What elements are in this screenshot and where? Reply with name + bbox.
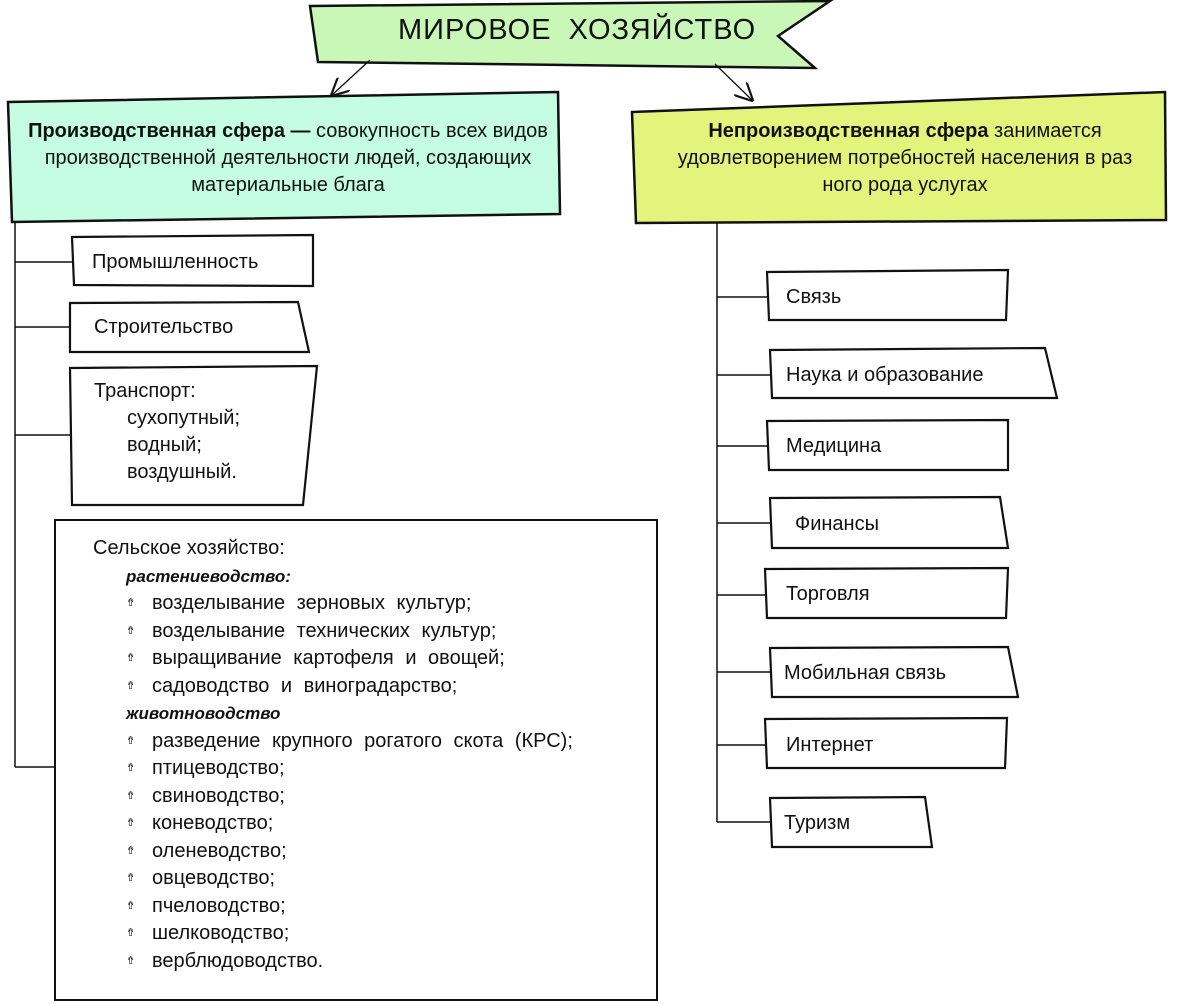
item-text: оленеводство; [152,839,287,862]
production-item-construction: Строительство [94,316,234,338]
item-text: шелководство; [152,922,290,945]
arrow-up-bullet-icon: ⇮ [126,844,136,857]
agriculture-list-item: ⇮ шелководство; [93,920,573,948]
service-item-internet: Интернет [786,734,874,756]
agriculture-list-item: ⇮ возделывание технических культур; [93,618,573,646]
transport-type: водный; [127,434,202,456]
item-text: птицеводство; [152,757,285,780]
item-text: возделывание зерновых культур; [152,592,472,615]
nonproduction-tree [716,222,1059,849]
agriculture-list-item: ⇮ разведение крупного рогатого скота (КРС… [93,728,573,756]
arrow-up-bullet-icon: ⇮ [126,762,136,775]
arrow-up-bullet-icon: ⇮ [126,872,136,885]
agriculture-label: Сельское хозяйство: [93,537,285,559]
agriculture-list-item: ⇮ возделывание зерновых культур; [93,590,573,618]
production-item-industry: Промышленность [92,251,259,273]
agriculture-list-item: ⇮ коневодство; [93,810,573,838]
agriculture-list-item: ⇮ оленеводство; [93,838,573,866]
transport-type: сухопутный; [127,407,241,429]
service-item-mobile: Мобильная связь [784,662,947,684]
page-title: МИРОВОЕ ХОЗЯЙСТВО [398,14,757,46]
item-text: овцеводство; [152,867,276,890]
livestock-label: животноводство [126,704,281,724]
agriculture-list-item: ⇮ пчеловодство; [93,893,573,921]
agriculture-list-item: ⇮ верблюдоводство. [93,948,573,976]
service-item-trade: Торговля [786,583,870,605]
crop-label: растениеводство: [126,566,291,586]
service-item-science-education: Наука и образование [786,364,984,386]
agriculture-list-item: ⇮ свиноводство; [93,783,573,811]
arrow-up-bullet-icon: ⇮ [126,927,136,940]
agriculture-list-item: ⇮ выращивание картофеля и овощей; [93,645,573,673]
service-item-communication: Связь [786,286,842,308]
item-text: пчеловодство; [152,894,286,917]
agriculture-box: Сельское хозяйство: растениеводство: ⇮ во… [93,535,573,975]
arrow-up-bullet-icon: ⇮ [126,817,136,830]
item-text: выращивание картофеля и овощей; [152,647,505,670]
service-item-tourism: Туризм [784,812,851,834]
item-text: разведение крупного рогатого скота (КРС)… [152,729,573,752]
item-text: верблюдоводство. [152,949,324,972]
item-text: свиноводство; [152,784,285,807]
arrow-up-bullet-icon: ⇮ [126,789,136,802]
arrow-up-bullet-icon: ⇮ [126,624,136,637]
production-header: Производственная сфера — совокупность вс… [18,118,558,199]
nonproduction-header-box [630,90,1168,225]
item-text: возделывание технических культур; [152,619,497,642]
agriculture-list-item: ⇮ садоводство и виноградарство; [93,673,573,701]
arrow-to-production [332,59,371,95]
production-item-transport: Транспорт: сухопутный; водный; воздушный… [94,378,240,486]
arrow-up-bullet-icon: ⇮ [126,679,136,692]
title-banner [308,0,834,70]
item-text: коневодство; [152,812,274,835]
arrow-up-bullet-icon: ⇮ [126,734,136,747]
agriculture-list-item: ⇮ овцеводство; [93,865,573,893]
nonproduction-term: Непроизводственная сфера [708,120,989,142]
service-item-finance: Финансы [795,513,879,535]
arrow-to-nonproduction [714,63,752,100]
item-text: садоводство и виноградарство; [152,674,458,697]
production-definition: совокупность всех видов производственной… [44,120,548,196]
agriculture-list-item: ⇮ птицеводство; [93,755,573,783]
transport-label: Транспорт: [94,380,196,402]
nonproduction-definition: занимается удовлетворением потребностей … [677,120,1133,196]
arrow-up-bullet-icon: ⇮ [126,597,136,609]
production-header-box [6,90,562,224]
production-tree [14,222,658,1001]
arrow-up-bullet-icon: ⇮ [126,899,136,912]
service-item-medicine: Медицина [786,435,882,457]
transport-type: воздушный. [127,461,237,483]
arrow-up-bullet-icon: ⇮ [126,954,136,967]
arrow-up-bullet-icon: ⇮ [126,652,136,665]
production-term: Производственная сфера — [28,120,311,142]
nonproduction-header: Непроизводственная сфера занимается удов… [660,118,1150,199]
